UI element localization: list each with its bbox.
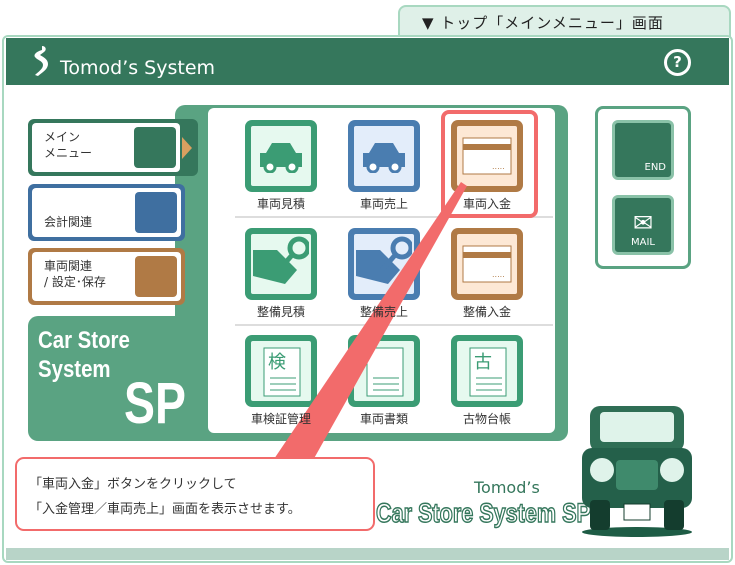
brand-block bbox=[28, 316, 218, 441]
gecko-logo-icon bbox=[34, 46, 48, 76]
label: MAIL bbox=[631, 237, 655, 248]
brand-sp: SP bbox=[124, 371, 186, 436]
tile-7[interactable]: 検 bbox=[245, 335, 317, 407]
app-frame bbox=[2, 35, 733, 563]
label: END bbox=[644, 162, 667, 173]
label: メニュー bbox=[44, 146, 93, 160]
callout-box: 「車両入金」ボタンをクリックして「入金管理／車両売上」画面を表示させます。 bbox=[15, 457, 375, 531]
wrench-hand-icon bbox=[251, 234, 311, 294]
footer-bar bbox=[6, 548, 729, 560]
document-icon: 検 bbox=[251, 341, 311, 401]
envelope-icon: ✉ bbox=[632, 209, 654, 237]
footer-brand: Car Store System SP bbox=[375, 497, 591, 529]
car-front-icon bbox=[134, 127, 176, 168]
screen-title-tab: ▼ トップ「メインメニュー」画面 bbox=[398, 5, 731, 37]
divider bbox=[235, 324, 553, 326]
document-icon: 古 bbox=[457, 341, 517, 401]
left-menu-main-menu[interactable]: メインメニュー bbox=[28, 119, 198, 176]
card-icon: ..... bbox=[457, 234, 517, 294]
tile-label: 整備見積 bbox=[256, 305, 305, 319]
tile-2[interactable] bbox=[348, 120, 420, 192]
left-menu-vehicle-settings[interactable]: 車両関連 / 設定･保存 bbox=[28, 248, 185, 305]
tile-label: 車両売上 bbox=[359, 197, 408, 211]
car-illustration-icon bbox=[582, 406, 692, 537]
label: メイン bbox=[44, 130, 81, 144]
tile-label: 古物台帳 bbox=[462, 412, 511, 426]
label: / 設定･保存 bbox=[44, 275, 106, 289]
tile-label: 車検証管理 bbox=[250, 412, 311, 426]
svg-text:検: 検 bbox=[268, 352, 286, 373]
tile-3[interactable]: ..... bbox=[451, 120, 523, 192]
mail-button[interactable]: ✉MAIL bbox=[612, 195, 674, 255]
arrow-right-icon bbox=[182, 137, 192, 159]
app-title: Tomod’s System bbox=[60, 57, 216, 79]
help-button[interactable]: ? bbox=[664, 49, 691, 76]
calculator-icon bbox=[135, 192, 177, 233]
tile-4[interactable] bbox=[245, 228, 317, 300]
app-header bbox=[6, 38, 729, 85]
tile-9[interactable]: 古 bbox=[451, 335, 523, 407]
tile-label: 車両見積 bbox=[256, 197, 305, 211]
divider bbox=[235, 216, 553, 218]
tile-label: 整備売上 bbox=[359, 305, 408, 319]
label: 会計関連 bbox=[44, 215, 93, 229]
label: 車両関連 bbox=[44, 259, 93, 273]
tile-label: 車両入金 bbox=[462, 197, 511, 211]
highlight-frame bbox=[441, 110, 538, 218]
card-icon: ..... bbox=[457, 126, 517, 186]
callout-text: 「入金管理／車両売上」画面を表示させます。 bbox=[29, 502, 301, 517]
footer-brand-top: Tomod’s bbox=[474, 478, 540, 497]
callout-text: 「車両入金」ボタンをクリックして bbox=[29, 477, 237, 492]
svg-text:古: 古 bbox=[474, 352, 492, 373]
svg-text:.....: ..... bbox=[492, 162, 505, 171]
tile-1[interactable] bbox=[245, 120, 317, 192]
tile-label: 車両書類 bbox=[359, 412, 408, 426]
svg-text:.....: ..... bbox=[492, 270, 505, 279]
car-icon bbox=[251, 126, 311, 186]
tile-label: 整備入金 bbox=[462, 305, 511, 319]
car-document-icon bbox=[135, 256, 177, 297]
end-button[interactable]: END bbox=[612, 120, 674, 180]
car-icon bbox=[354, 126, 414, 186]
left-menu-accounting[interactable]: 会計関連 bbox=[28, 184, 185, 241]
brand-line: Car Store bbox=[38, 327, 130, 354]
brand-line: System bbox=[38, 356, 111, 383]
tile-6[interactable]: ..... bbox=[451, 228, 523, 300]
